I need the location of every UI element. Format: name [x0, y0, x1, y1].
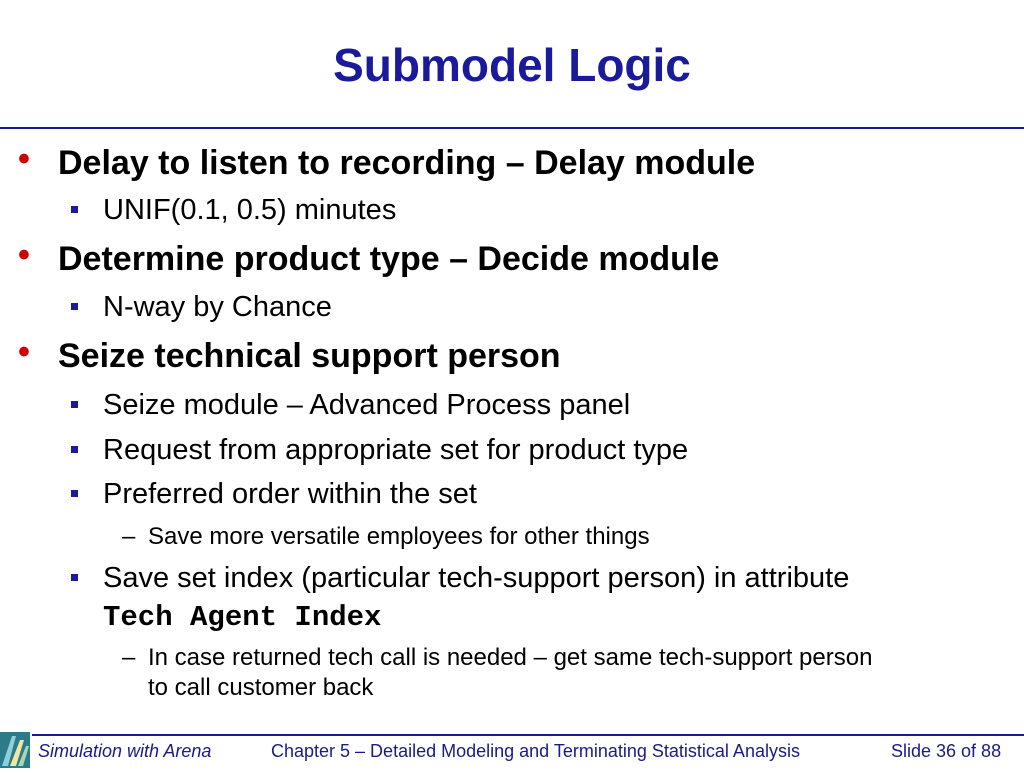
title-divider [0, 127, 1024, 129]
square-bullet-icon [71, 446, 78, 453]
bullet-level1-delay: • Delay to listen to recording – Delay m… [18, 140, 756, 183]
bullet-level3-continuation: to call customer back [148, 674, 374, 701]
bullet-level2-unif: UNIF(0.1, 0.5) minutes [71, 194, 397, 227]
dash-bullet-icon: – [122, 523, 136, 550]
bullet-level2-save-index: Save set index (particular tech-support … [71, 562, 850, 595]
square-bullet-icon [71, 490, 78, 497]
bullet-level2-seize-module: Seize module – Advanced Process panel [71, 389, 631, 422]
bullet-text: Request from appropriate set for product… [103, 434, 689, 466]
bullet-level1-seize: • Seize technical support person [18, 333, 561, 376]
square-bullet-icon [71, 574, 78, 581]
bullet-text: Save more versatile employees for other … [148, 523, 650, 550]
bullet-level2-request: Request from appropriate set for product… [71, 434, 689, 467]
bullet-text: Delay to listen to recording – Delay mod… [58, 144, 756, 182]
bullet-text: Seize module – Advanced Process panel [103, 389, 631, 421]
bullet-level3-versatile: – Save more versatile employees for othe… [122, 523, 650, 551]
logo-graphic [2, 736, 29, 766]
slide-title: Submodel Logic [333, 39, 691, 91]
bullet-level2-nway: N-way by Chance [71, 291, 332, 324]
square-bullet-icon [71, 401, 78, 408]
footer-chapter: Chapter 5 – Detailed Modeling and Termin… [271, 741, 800, 761]
bullet-text: N-way by Chance [103, 291, 332, 323]
bullet-text: Preferred order within the set [103, 478, 477, 510]
arena-logo [0, 732, 30, 768]
bullet-text: Save set index (particular tech-support … [103, 562, 850, 594]
bullet-text: Seize technical support person [58, 337, 561, 375]
bullet-text: UNIF(0.1, 0.5) minutes [103, 194, 397, 226]
dash-bullet-icon: – [122, 644, 136, 671]
bullet-text: Determine product type – Decide module [58, 240, 720, 278]
bullet-level3-returned-call: – In case returned tech call is needed –… [122, 644, 873, 672]
bullet-text: In case returned tech call is needed – g… [148, 644, 873, 671]
bullet-level2-preferred: Preferred order within the set [71, 478, 477, 511]
bullet-dot-icon: • [18, 333, 30, 371]
footer-slide-number: Slide 36 of 88 [891, 741, 1002, 761]
bullet-dot-icon: • [18, 236, 30, 274]
bullet-level1-decide: • Determine product type – Decide module [18, 236, 720, 279]
square-bullet-icon [71, 303, 78, 310]
footer-book-title: Simulation with Arena [38, 741, 212, 761]
attribute-code: Tech Agent Index [103, 601, 382, 634]
bullet-dot-icon: • [18, 140, 30, 178]
square-bullet-icon [71, 206, 78, 213]
footer-divider [32, 734, 1024, 736]
